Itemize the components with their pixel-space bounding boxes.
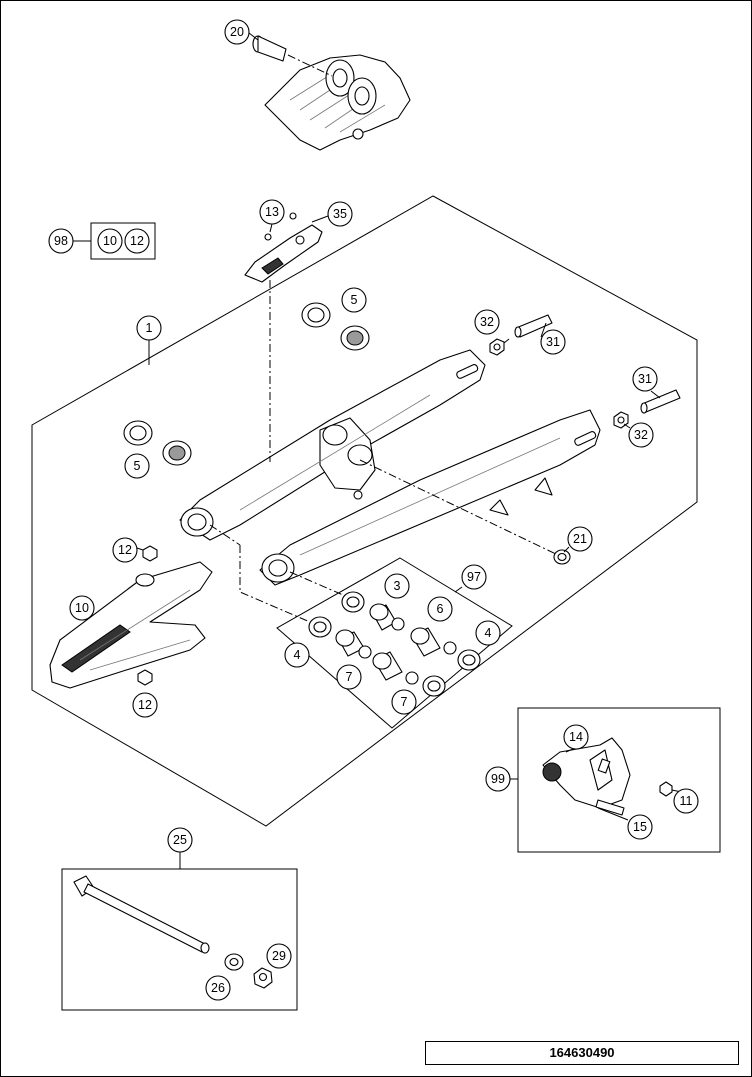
callout-12-slider-top: 12 (112, 537, 138, 563)
bearing-kit-97 (308, 591, 481, 697)
svg-text:97: 97 (467, 570, 481, 584)
callout-13: 13 (259, 199, 285, 225)
swingarm-1 (179, 349, 601, 586)
svg-text:12: 12 (138, 698, 152, 712)
svg-text:13: 13 (265, 205, 279, 219)
svg-text:10: 10 (75, 601, 89, 615)
pivot-bolt-20 (252, 35, 333, 77)
callout-1: 1 (136, 315, 162, 341)
bearing-kit-97-outline (276, 557, 513, 729)
callout-32-right: 32 (628, 422, 654, 448)
callout-6: 6 (427, 596, 453, 622)
svg-text:25: 25 (173, 833, 187, 847)
callout-4-right: 4 (475, 620, 501, 646)
svg-text:31: 31 (546, 335, 560, 349)
svg-text:12: 12 (118, 543, 132, 557)
svg-text:15: 15 (633, 820, 647, 834)
part-number-label: 164630490 (425, 1041, 739, 1065)
callout-12-group: 12 (124, 228, 150, 254)
svg-text:5: 5 (351, 293, 358, 307)
svg-text:11: 11 (680, 794, 693, 808)
axle-31-32-right (613, 389, 681, 429)
svg-text:29: 29 (272, 949, 286, 963)
swingarm-group-outline (31, 195, 698, 827)
svg-text:20: 20 (230, 25, 244, 39)
callout-4-left: 4 (284, 642, 310, 668)
callout-5-top: 5 (341, 287, 367, 313)
callout-14: 14 (563, 724, 589, 750)
chain-guide-upper-35 (244, 212, 323, 283)
frame-detail (264, 54, 411, 151)
svg-text:32: 32 (480, 315, 494, 329)
leader-lines (73, 32, 687, 869)
callout-10-group: 10 (97, 228, 123, 254)
svg-text:7: 7 (401, 695, 408, 709)
svg-text:10: 10 (103, 234, 117, 248)
callout-31-right: 31 (632, 366, 658, 392)
callout-10-slider: 10 (69, 595, 95, 621)
svg-text:14: 14 (569, 730, 583, 744)
svg-text:31: 31 (638, 372, 652, 386)
svg-text:3: 3 (394, 579, 401, 593)
callout-7-right: 7 (391, 689, 417, 715)
svg-text:12: 12 (130, 234, 144, 248)
svg-text:1: 1 (146, 321, 153, 335)
svg-text:5: 5 (134, 459, 141, 473)
callout-15: 15 (627, 814, 653, 840)
callout-20: 20 (224, 19, 250, 45)
callout-3: 3 (384, 573, 410, 599)
callout-25: 25 (167, 827, 193, 853)
callout-98: 98 (48, 228, 74, 254)
axle-25 (73, 875, 273, 989)
callout-12-slider-bottom: 12 (132, 692, 158, 718)
callout-35: 35 (327, 201, 353, 227)
axle-31-32-upper (489, 314, 553, 356)
svg-text:6: 6 (437, 602, 444, 616)
callout-11: 11 (673, 788, 699, 814)
bushing-pair-5-top (301, 302, 370, 351)
chain-slider-10 (49, 545, 213, 689)
chain-guide-14 (542, 737, 673, 816)
chain-guide-99-outline (517, 707, 721, 853)
bushing-pair-5-left (123, 420, 192, 466)
callout-26: 26 (205, 975, 231, 1001)
assembly-lines (209, 280, 561, 623)
svg-text:32: 32 (634, 428, 648, 442)
svg-text:26: 26 (211, 981, 225, 995)
svg-text:99: 99 (491, 772, 505, 786)
svg-text:98: 98 (54, 234, 68, 248)
svg-text:21: 21 (573, 532, 587, 546)
callout-99: 99 (485, 766, 511, 792)
callout-5-left: 5 (124, 453, 150, 479)
callout-97: 97 (461, 564, 487, 590)
callout-21: 21 (567, 526, 593, 552)
svg-text:7: 7 (346, 670, 353, 684)
callout-31-top: 31 (540, 329, 566, 355)
svg-text:4: 4 (294, 648, 301, 662)
callout-7-left: 7 (336, 664, 362, 690)
svg-text:35: 35 (333, 207, 347, 221)
nut-21 (553, 549, 571, 565)
callout-32-top: 32 (474, 309, 500, 335)
svg-text:4: 4 (485, 626, 492, 640)
callout-29: 29 (266, 943, 292, 969)
